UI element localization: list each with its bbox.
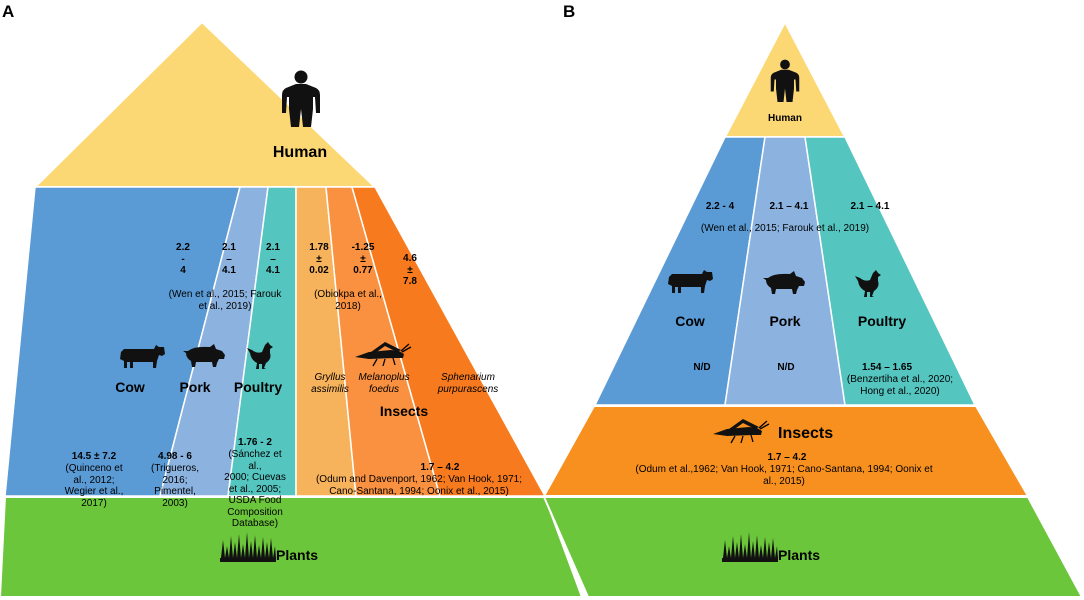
a-insect-value-bottom: 1.7 – 4.2 bbox=[420, 462, 460, 473]
a-poultry-value-top: 2.1 – 4.1 bbox=[266, 242, 280, 276]
a-poultry-ref-bottom: (Sánchez et al., 2000; Cuevas et al., 20… bbox=[224, 449, 286, 529]
a-sphenarium-value: 4.6 ± 7.8 bbox=[403, 253, 417, 287]
a-pork-ref-bottom: (Trigueros, 2016; Pimentel, 2003) bbox=[151, 463, 199, 509]
a-insect-ref-top: (Obiokpa et al., 2018) bbox=[314, 289, 382, 312]
panel-a-label: A bbox=[2, 2, 15, 21]
a-cow-value-top: 2.2 - 4 bbox=[176, 242, 190, 276]
b-cow-label: Cow bbox=[675, 313, 705, 329]
a-sphenarium-name: Sphenarium purpurascens bbox=[437, 372, 499, 395]
b-insects-label: Insects bbox=[778, 425, 834, 442]
b-plants-label: Plants bbox=[778, 547, 821, 563]
b-cow-value-top: 2.2 - 4 bbox=[705, 201, 735, 212]
b-pork-value-top: 2.1 – 4.1 bbox=[769, 201, 809, 212]
b-plants-tier bbox=[542, 496, 1084, 598]
b-insect-ref: (Odum et al.,1962; Van Hook, 1971; Cano-… bbox=[635, 464, 933, 487]
a-cow-ref-bottom: (Quinceno et al., 2012; Wegier et al., 2… bbox=[64, 463, 124, 509]
b-poultry-value-bottom: 1.54 – 1.65 bbox=[861, 362, 913, 373]
b-pork-value-bottom: N/D bbox=[777, 362, 795, 373]
panel-b bbox=[542, 19, 1084, 598]
a-poultry-label: Poultry bbox=[233, 379, 283, 395]
a-plants-tier bbox=[0, 496, 584, 598]
a-cow-value-bottom: 14.5 ± 7.2 bbox=[71, 451, 117, 462]
a-melanoplus-name: Melanoplus foedus bbox=[358, 372, 410, 395]
a-gryllus-name: Gryllus assimilis bbox=[311, 372, 349, 395]
a-human-label: Human bbox=[272, 144, 328, 161]
a-melanoplus-value: -1.25 ± 0.77 bbox=[351, 242, 375, 276]
a-plants-label: Plants bbox=[276, 547, 319, 563]
panel-b-label: B bbox=[563, 2, 576, 21]
a-pork-label: Pork bbox=[179, 379, 211, 395]
b-poultry-label: Poultry bbox=[857, 313, 907, 329]
a-pork-value-bottom: 4.98 - 6 bbox=[158, 451, 192, 462]
b-human-label: Human bbox=[768, 113, 802, 124]
a-pork-value-top: 2.1 – 4.1 bbox=[222, 242, 236, 276]
a-gryllus-value: 1.78 ± 0.02 bbox=[309, 242, 329, 276]
b-livestock-ref: (Wen et al., 2015; Farouk et al., 2019) bbox=[700, 223, 870, 234]
a-cow-label: Cow bbox=[115, 379, 145, 395]
panel-a bbox=[0, 20, 584, 598]
b-insect-value: 1.7 – 4.2 bbox=[767, 452, 807, 463]
a-insects-label: Insects bbox=[379, 403, 429, 419]
a-livestock-ref: (Wen et al., 2015; Farouk et al., 2019) bbox=[168, 289, 282, 312]
b-cow-value-bottom: N/D bbox=[693, 362, 711, 373]
b-poultry-ref-bottom: (Benzertiha et al., 2020; Hong et al., 2… bbox=[846, 374, 954, 397]
b-poultry-value-top: 2.1 – 4.1 bbox=[850, 201, 890, 212]
a-insect-ref-bottom: (Odum and Davenport, 1962; Van Hook, 197… bbox=[315, 474, 523, 497]
a-poultry-value-bottom: 1.76 - 2 bbox=[238, 437, 272, 448]
b-pork-label: Pork bbox=[769, 313, 801, 329]
